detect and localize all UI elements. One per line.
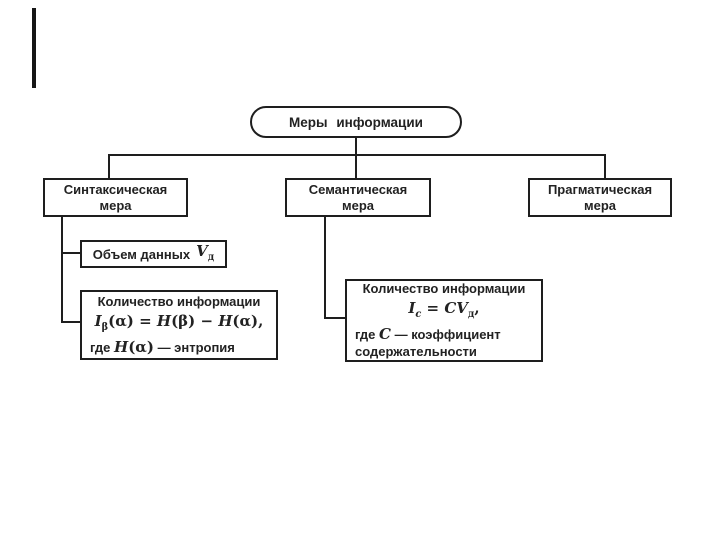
connector-syntactic-spine [61,217,63,323]
syntactic-info-formula: Iβ(α) = H(β) − H(α), [94,312,264,333]
node-syntactic-label-line2: мера [99,197,132,213]
node-pragmatic: Прагматическая мера [528,178,672,217]
syntactic-info-note: где H(α) — энтропия [90,338,235,356]
node-semantic: Семантическая мера [285,178,431,217]
connector-syntactic-stub-volume [61,252,80,254]
connector-semantic-spine [324,217,326,319]
node-semantic-label-line1: Семантическая [308,181,408,197]
semantic-info-note-line1: где C — коэффициент [355,325,501,343]
node-root-label: Меры информации [289,114,423,130]
scan-artifact-bar [32,8,36,88]
node-semantic-info: Количество информации Ic = CVд, где C — … [345,279,543,362]
node-syntactic-info: Количество информации Iβ(α) = H(β) − H(α… [80,290,278,360]
node-root: Меры информации [250,106,462,138]
data-volume-math: Vд [196,241,215,263]
node-pragmatic-label-line2: мера [583,197,617,213]
data-volume-label: Объем данных [92,246,191,262]
node-semantic-label-line2: мера [341,197,375,213]
connector-drop-syntactic [108,154,110,178]
connector-syntactic-stub-info [61,321,80,323]
connector-drop-semantic [355,154,357,178]
semantic-info-formula: Ic = CVд, [408,299,480,320]
connector-drop-pragmatic [604,154,606,178]
node-data-volume: Объем данных Vд [80,240,227,268]
connector-horizontal [108,154,606,156]
connector-root-drop [355,138,357,155]
node-syntactic-label-line1: Синтаксическая [63,181,168,197]
connector-semantic-stub-info [324,317,345,319]
node-syntactic: Синтаксическая мера [43,178,188,217]
syntactic-info-title: Количество информации [97,294,261,309]
node-pragmatic-label-line1: Прагматическая [547,181,653,197]
semantic-info-note-line2: содержательности [355,344,477,359]
semantic-info-title: Количество информации [362,281,526,296]
